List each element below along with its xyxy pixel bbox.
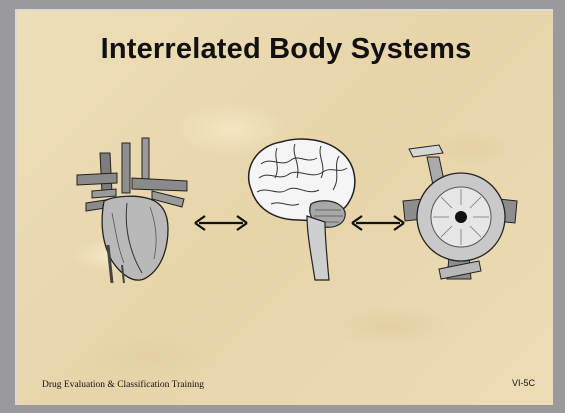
brain-icon [241, 134, 361, 284]
double-arrow-icon [350, 213, 406, 233]
heart-icon [72, 133, 192, 283]
slide: Interrelated Body Systems [15, 9, 553, 405]
footer-slide-number: VI-5C [512, 378, 535, 388]
eye-icon [399, 139, 519, 284]
footer-course-name: Drug Evaluation & Classification Trainin… [42, 380, 204, 390]
slide-title: Interrelated Body Systems [17, 33, 555, 66]
